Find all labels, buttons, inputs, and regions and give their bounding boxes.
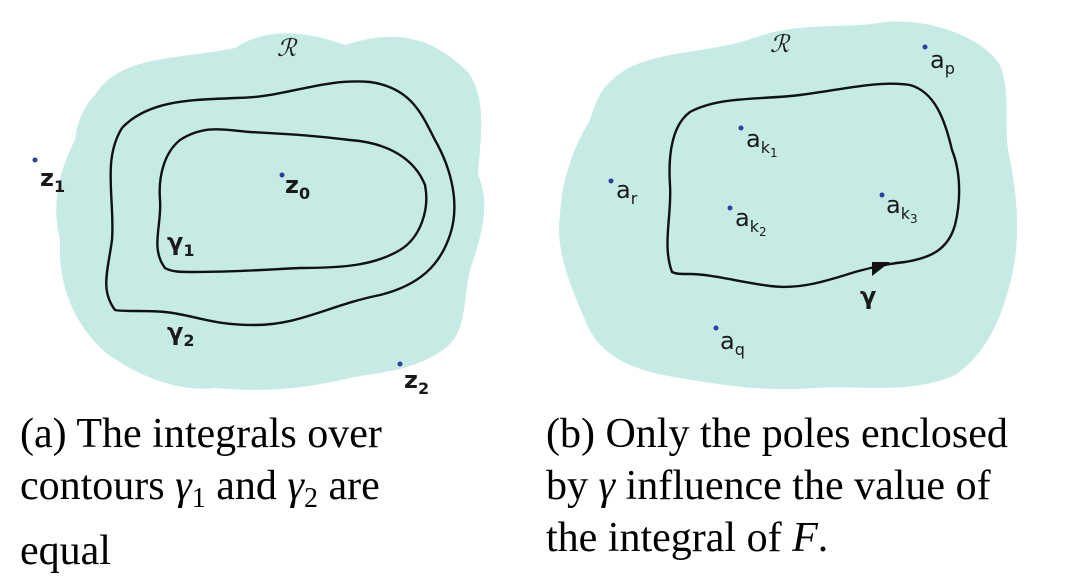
point-label-aq: aq xyxy=(720,327,745,359)
caption-a-line3: equal xyxy=(20,528,111,574)
caption-a: (a) The integrals over contours γ1 and γ… xyxy=(20,408,505,577)
caption-b-line2: by γ influence the value of xyxy=(546,463,991,509)
caption-a-line1: (a) The integrals over xyxy=(20,411,382,457)
point-label-z0: z0 xyxy=(285,171,310,203)
region-r-a xyxy=(56,33,485,390)
region-label-a: ℛ xyxy=(277,34,298,62)
point-aq xyxy=(713,325,719,331)
contour-gamma2 xyxy=(105,80,456,327)
point-label-ak2: ak2 xyxy=(735,204,767,239)
point-z1 xyxy=(32,157,38,163)
point-ak3 xyxy=(879,192,885,198)
point-label-ak1: ak1 xyxy=(746,125,778,160)
contour-direction-arrow xyxy=(872,262,890,276)
contour-gamma1 xyxy=(156,128,428,274)
point-ap xyxy=(922,44,928,50)
caption-b-line3: the integral of F. xyxy=(546,515,829,561)
region-r-b xyxy=(559,21,1018,390)
point-label-z1: z1 xyxy=(40,164,65,196)
point-label-ap: ap xyxy=(930,46,955,78)
caption-a-line2: contours γ1 and γ2 are xyxy=(20,463,380,514)
contour-gamma xyxy=(666,82,961,289)
point-z0 xyxy=(279,172,285,178)
contour-label-gamma2: γ2 xyxy=(167,318,195,350)
caption-b-line1: (b) Only the poles enclosed xyxy=(546,411,1008,457)
panel-b: ℛ ap ak1 ar ak2 ak3 aq γ xyxy=(559,21,1018,390)
point-z2 xyxy=(397,361,403,367)
point-ar xyxy=(608,178,614,184)
point-ak2 xyxy=(727,205,733,211)
point-label-ak3: ak3 xyxy=(886,191,918,226)
point-ak1 xyxy=(738,125,744,131)
contour-label-gamma: γ xyxy=(860,282,876,310)
contour-label-gamma1: γ1 xyxy=(167,228,195,260)
caption-b: (b) Only the poles enclosed by γ influen… xyxy=(546,408,1058,564)
point-label-z2: z2 xyxy=(404,366,429,398)
point-label-ar: ar xyxy=(616,176,638,208)
region-label-b: ℛ xyxy=(770,30,791,58)
panel-a: ℛ z1 z0 z2 γ1 γ2 xyxy=(32,33,485,398)
